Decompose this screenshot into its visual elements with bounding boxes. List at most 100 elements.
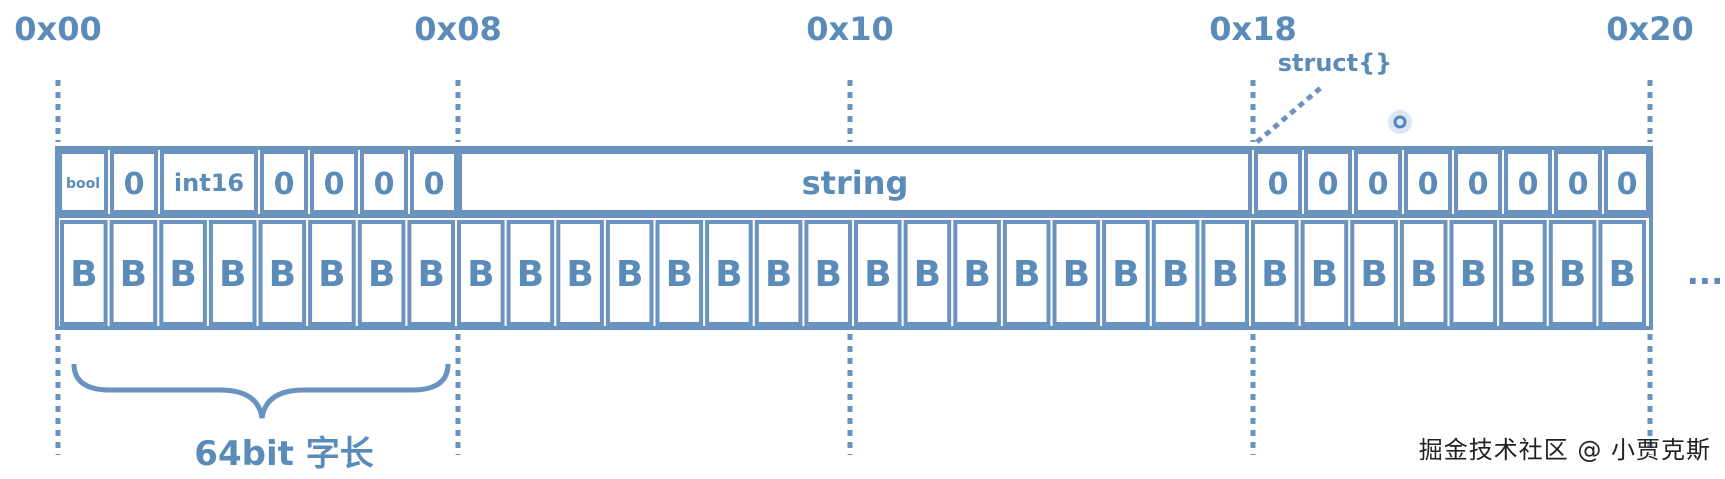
field-cell [58,150,108,214]
address-label-2: 0x10 [806,10,893,48]
byte-label: B [616,254,643,295]
byte-cell [556,220,604,326]
field-cell [410,150,458,214]
byte-label: B [1311,254,1338,295]
word-size-label: 64bit 字长 [194,434,373,474]
memory-frame [55,146,1653,330]
byte-cell [1102,220,1150,326]
byte-label: B [368,254,395,295]
byte-label: B [566,254,593,295]
field-cell [310,150,358,214]
address-label-0: 0x00 [14,10,101,48]
byte-cell [60,220,108,326]
byte-cell [605,220,654,326]
field-label-string: string [802,164,909,202]
byte-label: B [1162,254,1189,295]
byte-label: B [1460,254,1487,295]
byte-cell [1399,220,1448,326]
field-cell [160,150,258,214]
word-brace [71,363,451,419]
byte-label: B [417,254,444,295]
field-cell [1554,150,1602,214]
field-label: 0 [1518,167,1539,202]
field-label: 0 [1318,167,1339,202]
field-row: bool 0 int16 0 0 0 0 string 0 0 0 0 0 0 … [58,150,1650,214]
byte-label: B [1410,254,1437,295]
byte-label: B [814,254,841,295]
byte-label: B [715,254,742,295]
byte-label: B [1608,254,1635,295]
byte-label: B [1509,254,1536,295]
byte-cell [953,220,1001,326]
address-label-1: 0x08 [414,10,501,48]
byte-label: B [765,254,792,295]
field-label: 0 [1468,167,1489,202]
field-label: 0 [424,167,445,202]
byte-label: B [219,254,246,295]
byte-label: B [269,254,296,295]
field-label-int16: int16 [174,169,244,197]
byte-cell [1350,220,1398,326]
byte-cell [1002,220,1051,326]
byte-cell [457,220,505,326]
continuation-ellipsis: ... [1687,254,1723,292]
field-cell [1504,150,1552,214]
field-label: 0 [1617,167,1638,202]
field-label: 0 [1568,167,1589,202]
byte-cell [258,220,307,326]
byte-cell [655,220,704,326]
byte-label: B [666,254,693,295]
byte-label: B [1112,254,1139,295]
field-cell [1304,150,1352,214]
field-cell [1354,150,1402,214]
byte-cell [1251,220,1299,326]
byte-label: B [914,254,941,295]
field-cell [260,150,308,214]
byte-label: B [467,254,494,295]
byte-cell [804,220,853,326]
field-label: 0 [1418,167,1439,202]
byte-label: B [70,254,97,295]
watermark-text: 掘金技术社区 @ 小贾克斯 [1418,436,1711,464]
cursor-dot [1388,110,1412,134]
struct-pointer-line [1255,83,1326,144]
byte-cell [1151,220,1200,326]
byte-cell [1449,220,1498,326]
field-label: 0 [1368,167,1389,202]
byte-cell [754,220,803,326]
byte-label: B [1559,254,1586,295]
field-label: 0 [274,167,295,202]
field-label: 0 [124,167,145,202]
field-cell [1254,150,1302,214]
address-label-3: 0x18 [1209,10,1296,48]
field-cell [110,150,158,214]
byte-cell [1201,220,1250,326]
byte-cell [407,220,455,326]
byte-cell [903,220,952,326]
byte-label: B [1261,254,1288,295]
address-label-4: 0x20 [1606,10,1693,48]
field-cell [458,150,1252,214]
byte-label: B [1211,254,1238,295]
byte-cell [208,220,257,326]
field-label: 0 [1268,167,1289,202]
byte-cell [308,220,356,326]
struct-label: struct{} [1278,49,1393,77]
byte-label: B [1013,254,1040,295]
field-label: 0 [374,167,395,202]
byte-label: B [517,254,544,295]
field-label-bool: bool [66,176,100,192]
byte-cell [854,220,902,326]
byte-cell [1598,220,1647,326]
byte-cell [357,220,406,326]
byte-cell [1300,220,1349,326]
field-cell [1404,150,1452,214]
byte-label: B [169,254,196,295]
byte-label: B [318,254,345,295]
byte-label: B [963,254,990,295]
field-cell [1604,150,1650,214]
field-cell [360,150,408,214]
byte-cell [1052,220,1101,326]
byte-label: B [864,254,891,295]
